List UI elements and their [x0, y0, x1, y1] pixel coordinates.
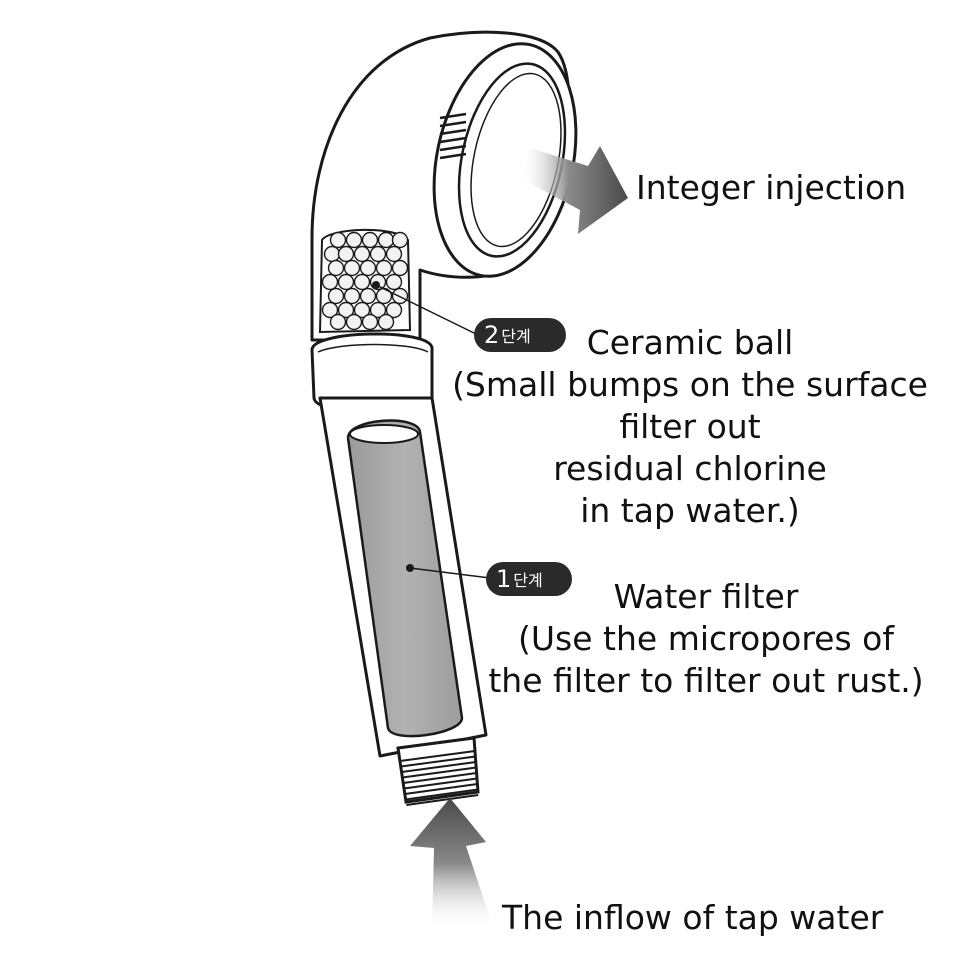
- ceramic-ball: [375, 259, 393, 277]
- thread-line: [402, 766, 477, 779]
- ceramic-ball: [385, 301, 403, 319]
- water-filter-title: Water filter: [613, 577, 799, 616]
- ceramic-ball-label: Ceramic ball (Small bumps on the surface…: [450, 322, 930, 532]
- water-filter-label: Water filter (Use the micropores of the …: [486, 576, 926, 702]
- leader-line-stage2: [375, 284, 477, 335]
- ceramic-ball: [323, 245, 341, 263]
- thread-line: [403, 777, 478, 790]
- ceramic-ball: [327, 287, 345, 305]
- ceramic-ball: [327, 259, 345, 277]
- ceramic-ball: [353, 301, 371, 319]
- ceramic-ball-desc-line: filter out: [619, 407, 761, 446]
- water-filter-desc-line: the filter to filter out rust.): [488, 661, 924, 700]
- stage-1-word: 단계: [513, 571, 543, 590]
- thread-line: [401, 761, 476, 773]
- water-filter-core: [346, 419, 464, 738]
- ceramic-ball: [353, 273, 371, 291]
- ceramic-ball: [321, 273, 339, 291]
- inflow-label: The inflow of tap water: [502, 898, 884, 937]
- stage-2-number: 2: [484, 321, 500, 349]
- ceramic-ball: [361, 231, 379, 249]
- water-filter-desc-line: (Use the micropores of: [518, 619, 894, 658]
- stage-1-badge: 1 단계: [486, 562, 572, 596]
- thread-line: [405, 788, 478, 801]
- thread-line: [400, 755, 476, 768]
- ceramic-ball: [369, 245, 387, 263]
- ceramic-ball: [385, 273, 403, 291]
- leader-line-stage1: [409, 567, 491, 579]
- ceramic-ball: [321, 301, 339, 319]
- ceramic-ball: [345, 313, 363, 331]
- ceramic-ball: [343, 259, 361, 277]
- ceramic-ball: [377, 231, 395, 249]
- stage-2-word: 단계: [501, 327, 531, 346]
- ceramic-ball: [391, 231, 409, 249]
- outflow-label: Integer injection: [636, 168, 907, 207]
- ceramic-ball: [385, 245, 403, 263]
- ceramic-ball: [337, 273, 355, 291]
- outflow-arrow: [520, 146, 628, 234]
- ceramic-ball: [359, 287, 377, 305]
- thread-line: [399, 750, 476, 762]
- ceramic-ball: [337, 245, 355, 263]
- ceramic-ball: [369, 301, 387, 319]
- ceramic-balls: [321, 231, 409, 331]
- ceramic-ball-desc-line: in tap water.): [580, 491, 800, 530]
- ceramic-ball: [359, 259, 377, 277]
- ceramic-ball: [329, 231, 347, 249]
- ceramic-ball: [345, 231, 363, 249]
- ceramic-ball: [337, 301, 355, 319]
- ceramic-ball: [353, 245, 371, 263]
- ceramic-ball: [343, 287, 361, 305]
- grip-lines: [439, 112, 467, 160]
- thread-lines: [399, 750, 479, 806]
- ceramic-ball-title: Ceramic ball: [586, 323, 794, 362]
- ceramic-ball: [391, 259, 409, 277]
- ceramic-ball-desc-line: residual chlorine: [553, 449, 827, 488]
- stage-2-badge: 2 단계: [474, 318, 566, 352]
- ceramic-ball-desc-line: (Small bumps on the surface: [452, 365, 928, 404]
- ceramic-ball: [329, 313, 347, 331]
- thread-line: [403, 772, 477, 784]
- thread-line: [406, 794, 479, 806]
- thread-line: [404, 783, 478, 795]
- ceramic-ball: [377, 313, 395, 331]
- ceramic-ball: [361, 313, 379, 331]
- stage-1-number: 1: [496, 565, 512, 593]
- inflow-arrow: [410, 798, 494, 930]
